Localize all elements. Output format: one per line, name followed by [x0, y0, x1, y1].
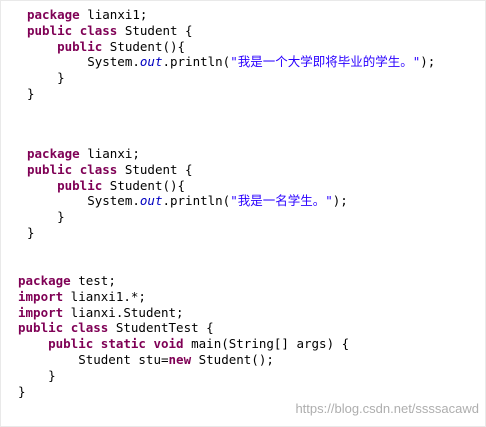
keyword-token: package [27, 146, 80, 161]
code-token: StudentTest { [108, 320, 214, 336]
code-line: import lianxi.Student; [18, 305, 349, 321]
code-token: } [27, 209, 65, 225]
code-token [18, 336, 48, 351]
string-token: "我是一个大学即将毕业的学生。" [230, 54, 421, 70]
keyword-token: public [18, 320, 64, 336]
code-line: public Student(){ [27, 39, 435, 55]
keyword-token: class [70, 320, 109, 336]
keyword-token: public [48, 336, 94, 352]
code-token [72, 23, 80, 38]
keyword-token: public [57, 177, 103, 193]
code-line: public Student(){ [27, 178, 348, 194]
code-token [27, 178, 57, 193]
keyword-token: new [168, 351, 192, 367]
code-line: public static void main(String[] args) { [18, 336, 349, 352]
code-token: System. [27, 193, 140, 209]
code-token [93, 336, 101, 351]
keyword-token: import [18, 304, 64, 320]
keyword-token: static [100, 336, 146, 352]
code-line: } [18, 384, 349, 400]
code-token: lianxi; [79, 146, 140, 161]
code-line: public class StudentTest { [18, 320, 349, 336]
code-token: } [18, 383, 26, 399]
code-line: System.out.println("我是一个大学即将毕业的学生。"); [27, 54, 435, 70]
code-block-test: package test;import lianxi1.*;import lia… [18, 273, 349, 399]
keyword-token: public [57, 38, 103, 54]
code-token: ); [332, 193, 348, 209]
code-token: .println( [162, 54, 231, 70]
code-token: } [27, 224, 35, 240]
keyword-token: public [27, 22, 73, 38]
code-line: } [27, 225, 348, 241]
keyword-token: package [27, 7, 80, 22]
code-line: package test; [18, 273, 349, 289]
code-token: } [18, 367, 56, 383]
keyword-token: import [18, 288, 64, 304]
code-line: } [27, 86, 435, 102]
code-token: System. [27, 54, 140, 70]
code-token [72, 162, 80, 177]
code-line: } [27, 209, 348, 225]
code-line: public class Student { [27, 162, 348, 178]
watermark: https://blog.csdn.net/ssssacawd [295, 401, 479, 416]
field-token: out [139, 193, 163, 209]
code-token: main(String[] args) { [183, 336, 350, 352]
code-token: test; [70, 273, 116, 288]
code-token [27, 39, 57, 54]
code-block-lianxi: package lianxi;public class Student { pu… [27, 146, 348, 241]
keyword-token: class [79, 161, 118, 177]
string-token: "我是一名学生。" [230, 193, 333, 209]
code-token: ); [420, 54, 436, 70]
keyword-token: public [27, 161, 73, 177]
code-token [63, 320, 71, 335]
code-token: Student stu= [18, 351, 169, 367]
code-line: } [18, 368, 349, 384]
code-token: Student(){ [102, 177, 186, 193]
code-token: Student { [117, 161, 193, 177]
code-line: public class Student { [27, 23, 435, 39]
code-token: Student(); [191, 351, 274, 367]
code-token: .println( [162, 193, 231, 209]
code-token: lianxi1.*; [63, 288, 146, 304]
code-line: System.out.println("我是一名学生。"); [27, 193, 348, 209]
keyword-token: void [153, 336, 184, 352]
code-token: lianxi1; [79, 7, 148, 22]
code-line: package lianxi1; [27, 7, 435, 23]
field-token: out [139, 54, 163, 70]
code-line: Student stu=new Student(); [18, 352, 349, 368]
keyword-token: class [79, 22, 118, 38]
keyword-token: package [18, 273, 71, 288]
code-token: lianxi.Student; [63, 304, 184, 320]
code-block-lianxi1: package lianxi1;public class Student { p… [27, 7, 435, 102]
code-token: } [27, 85, 35, 101]
code-token: Student { [117, 22, 193, 38]
code-token: Student(){ [102, 38, 186, 54]
code-line: } [27, 70, 435, 86]
code-line: package lianxi; [27, 146, 348, 162]
code-line: import lianxi1.*; [18, 289, 349, 305]
code-token: } [27, 70, 65, 86]
